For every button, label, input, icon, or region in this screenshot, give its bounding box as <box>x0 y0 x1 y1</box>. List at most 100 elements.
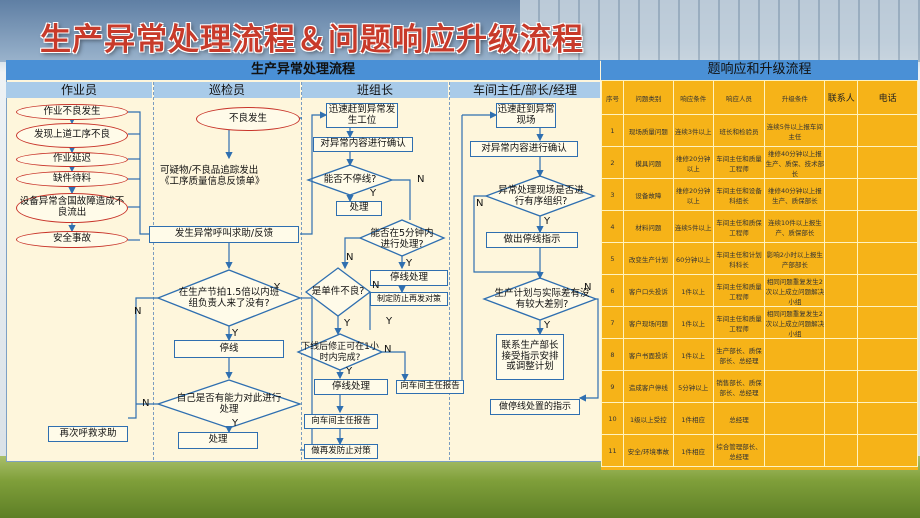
table-cell: 相同问题重复发生2次以上成立问题解决小组 <box>764 274 826 307</box>
label-yes: Y <box>344 318 351 329</box>
header-condition: 响应条件 <box>672 80 714 115</box>
node-handle: 处理 <box>178 432 258 449</box>
manager-rush-to-site: 迅速赶到异常现场 <box>496 103 556 128</box>
leader-prevent-measure: 制定防止再发对策 <box>370 292 448 306</box>
decision-leader-arrived: 在生产节拍1.5倍以内班组负责人来了没有? <box>178 286 280 309</box>
table-cell <box>857 434 918 467</box>
table-cell: 车间主任和计划科科长 <box>712 242 766 275</box>
flow-title: 生产异常处理流程 <box>6 60 600 80</box>
table-cell <box>824 434 859 467</box>
table-cell: 造成客户停线 <box>622 370 674 403</box>
table-cell: 班长和检验员 <box>712 114 766 147</box>
table-cell <box>824 274 859 307</box>
table-header-row: 序号 问题类别 响应条件 响应人员 升级条件 联系人 电话 <box>601 80 918 115</box>
table-cell <box>857 210 918 243</box>
header-phone: 电话 <box>857 80 918 115</box>
table-cell: 6 <box>601 274 624 307</box>
header-escalation: 升级条件 <box>764 80 826 115</box>
table-cell <box>857 178 918 211</box>
decision-plan-gap: 生产计划与实际差有没有较大差别? <box>494 287 590 310</box>
table-cell: 综合管理部长、总经理 <box>712 434 766 467</box>
leader-prevent-recurrence: 做再发防止对策 <box>304 444 378 459</box>
column-inspector: 巡检员 <box>154 82 300 98</box>
manager-contact-production: 联系生产部长接受指示安排或调整计划 <box>496 334 564 380</box>
table-cell: 10 <box>601 402 624 435</box>
label-yes: Y <box>544 320 551 331</box>
leader-report-director: 向车间主任报告 <box>396 380 464 394</box>
table-cell <box>764 370 826 403</box>
decision-5min: 能否在5分钟内进行处理? <box>370 227 434 250</box>
table-cell <box>824 306 859 339</box>
table-cell: 1件以上 <box>672 338 714 371</box>
column-manager: 车间主任/部长/经理 <box>450 82 600 98</box>
event-equipment-fault: 设备异常含国故障造成不良流出 <box>16 193 128 223</box>
table-cell: 7 <box>601 306 624 339</box>
table-cell: 11 <box>601 434 624 467</box>
decision-1hr-fix: 下线后修正可在1小时内完成? <box>301 342 379 363</box>
inspector-trace-text: 可疑物/不良品追踪发出《工序质量信息反馈单》 <box>160 165 265 187</box>
event-material-shortage: 缺件待料 <box>16 171 128 187</box>
label-no: N <box>372 280 380 291</box>
header-category: 问题类别 <box>622 80 674 115</box>
label-no: N <box>584 282 592 293</box>
leader-report-director-2: 向车间主任报告 <box>304 414 378 429</box>
table-cell: 1级以上受控 <box>622 402 674 435</box>
table-cell: 车间主任和质保工程师 <box>712 210 766 243</box>
table-cell: 模具问题 <box>622 146 674 179</box>
table-cell: 总经理 <box>712 402 766 435</box>
label-no: N <box>134 306 142 317</box>
label-yes: Y <box>274 282 281 293</box>
table-cell <box>857 306 918 339</box>
column-operator: 作业员 <box>6 82 152 98</box>
table-cell: 5 <box>601 242 624 275</box>
table-cell: 3 <box>601 178 624 211</box>
table-cell <box>824 178 859 211</box>
table-cell: 维修40分钟以上报生产、质保、技术部长 <box>764 146 826 179</box>
table-cell <box>857 242 918 275</box>
table-cell <box>824 242 859 275</box>
header-index: 序号 <box>601 80 624 115</box>
lane-separator <box>449 82 450 460</box>
table-cell: 相同问题重复发生2次以上成立问题解决小组 <box>764 306 826 339</box>
label-yes: Y <box>232 418 239 429</box>
table-cell: 5分钟以上 <box>672 370 714 403</box>
leader-stop-process-2: 停线处理 <box>314 379 388 395</box>
table-cell: 1件以上 <box>672 306 714 339</box>
table-cell: 连续10件以上报生产、质保部长 <box>764 210 826 243</box>
table-cell <box>824 370 859 403</box>
lane-separator <box>301 82 302 460</box>
table-cell: 2 <box>601 146 624 179</box>
table-cell: 维修40分钟以上报生产、质保部长 <box>764 178 826 211</box>
leader-confirm: 对异常内容进行确认 <box>313 137 413 152</box>
table-cell: 安全/环境事故 <box>622 434 674 467</box>
event-delay: 作业延迟 <box>16 152 128 167</box>
background-sky <box>0 0 520 62</box>
table-cell: 车间主任和质量工程师 <box>712 146 766 179</box>
header-responder: 响应人员 <box>712 80 766 115</box>
lane-separator <box>153 82 154 460</box>
decision-self-capable: 自己是否有能力对此进行处理 <box>176 392 282 415</box>
table-cell: 改变生产计划 <box>622 242 674 275</box>
table-cell <box>857 338 918 371</box>
manager-confirm: 对异常内容进行确认 <box>470 141 578 157</box>
table-cell <box>857 114 918 147</box>
table-cell <box>764 402 826 435</box>
table-cell <box>857 402 918 435</box>
table-cell: 车间主任和设备科组长 <box>712 178 766 211</box>
table-cell: 客户口头投诉 <box>622 274 674 307</box>
table-cell <box>824 338 859 371</box>
table-cell: 1件以上 <box>672 274 714 307</box>
table-cell <box>857 370 918 403</box>
decision-no-stop: 能否不停线? <box>323 174 377 186</box>
table-cell: 客户书面投诉 <box>622 338 674 371</box>
leader-stop-process: 停线处理 <box>370 270 448 286</box>
node-call-help: 发生异常呼叫求助/反馈 <box>149 226 299 243</box>
table-cell <box>764 338 826 371</box>
table-cell: 1件相应 <box>672 434 714 467</box>
